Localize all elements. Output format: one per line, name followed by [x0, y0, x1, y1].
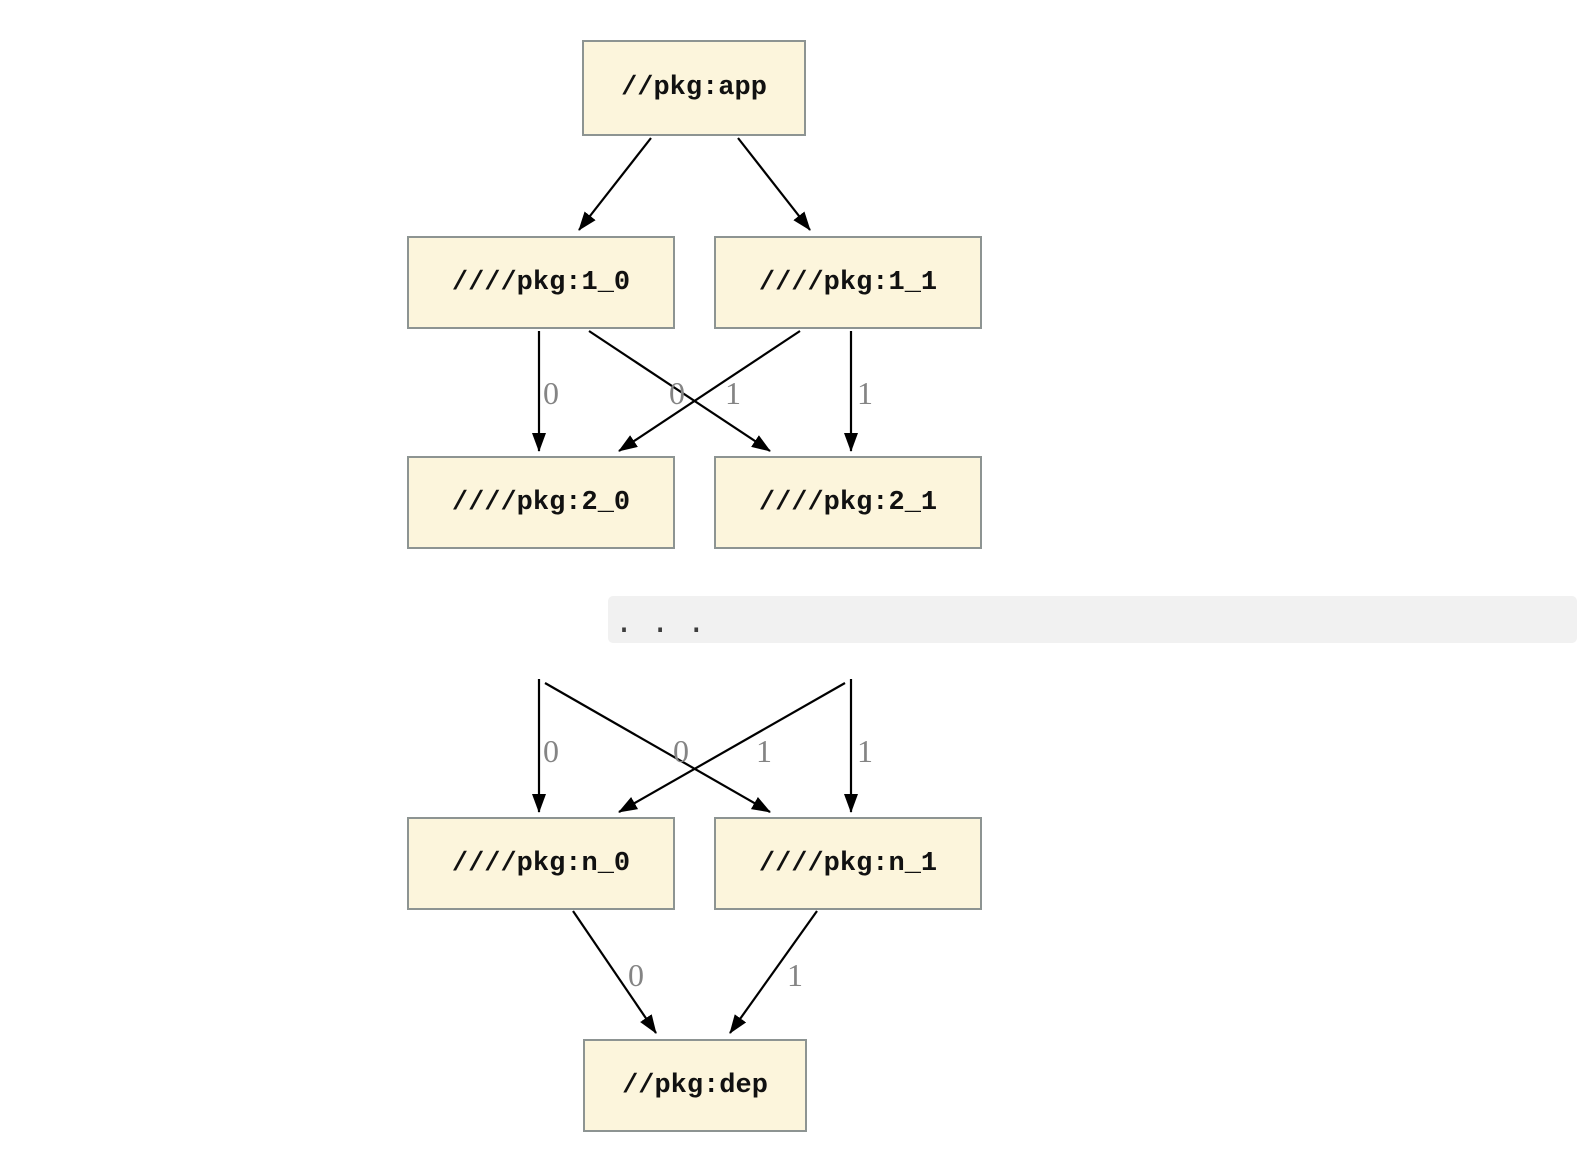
edge-label: 0	[669, 375, 685, 411]
ellipsis-code-block: . . .	[608, 596, 1577, 643]
ellipsis-text: . . .	[615, 605, 706, 640]
edge-n_0-to-dep	[572, 910, 657, 1034]
node-label: //pkg:app	[621, 73, 767, 103]
edge-label: 1	[857, 375, 873, 411]
node-pkg-app: //pkg:app	[582, 40, 806, 136]
node-label: ////pkg:n_0	[451, 848, 631, 879]
node-pkg-1_1: ////pkg:1_1	[714, 236, 982, 329]
edge-label: 0	[673, 733, 689, 769]
edge-app-to-1_0	[578, 137, 652, 231]
edge-lines	[532, 137, 858, 1034]
node-label: //pkg:dep	[622, 1070, 768, 1101]
edge-label: 0	[543, 375, 559, 411]
node-pkg-dep: //pkg:dep	[583, 1039, 807, 1132]
node-label: ////pkg:1_1	[758, 267, 938, 298]
edge-n_1-to-dep	[729, 910, 818, 1034]
node-label: ////pkg:1_0	[451, 267, 631, 298]
edge-label: 0	[543, 733, 559, 769]
edge-label: 1	[725, 375, 741, 411]
node-label: ////pkg:2_0	[451, 487, 631, 518]
node-pkg-2_0: ////pkg:2_0	[407, 456, 675, 549]
edge-label: 0	[628, 957, 644, 993]
edge-1_1-to-2_0	[618, 330, 801, 452]
edge-labels: 0 0 1 1 0 0 1 1 0 1	[543, 375, 873, 993]
edge-label: 1	[787, 957, 803, 993]
node-label: ////pkg:n_1	[758, 848, 938, 879]
edge-label: 1	[857, 733, 873, 769]
node-pkg-n_0: ////pkg:n_0	[407, 817, 675, 910]
edge-elided-to-n_1-cross	[544, 682, 771, 813]
edge-label: 1	[756, 733, 772, 769]
node-pkg-2_1: ////pkg:2_1	[714, 456, 982, 549]
edge-elided-to-n_0-cross	[618, 682, 846, 813]
node-label: ////pkg:2_1	[758, 487, 938, 518]
edge-1_0-to-2_1	[588, 330, 771, 452]
node-pkg-n_1: ////pkg:n_1	[714, 817, 982, 910]
node-pkg-1_0: ////pkg:1_0	[407, 236, 675, 329]
edge-app-to-1_1	[737, 137, 811, 231]
